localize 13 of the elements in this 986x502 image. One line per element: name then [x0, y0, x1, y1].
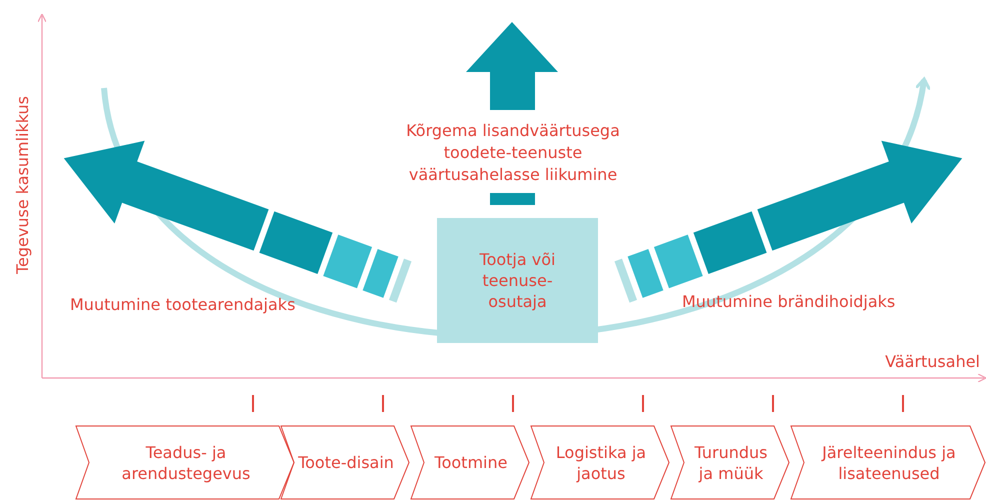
step-label: Toote-disain	[298, 452, 394, 473]
arrow-caption: Muutumine tootearendajaks	[70, 295, 296, 315]
step-label: Logistika ja jaotus	[554, 442, 648, 484]
arrow-caption: Kõrgema lisandväärtusega toodete-teenuste väärtusahelasse liikumine	[405, 120, 621, 186]
axis-title: Tegevuse kasumlikkus	[13, 94, 33, 276]
arrow-caption: Muutumine brändihoidjaks	[682, 292, 896, 312]
producer-box	[437, 218, 598, 343]
step-label: Järelteenindus ja lisateenused	[820, 442, 957, 484]
axis-title: Väärtusahel	[884, 352, 980, 372]
step-label: Turundus ja müük	[694, 442, 768, 484]
step-label: Teadus- ja arendustegevus	[120, 442, 252, 484]
box-label: Tootja või teenuse-osutaja	[478, 249, 556, 312]
step-label: Tootmine	[434, 452, 508, 473]
